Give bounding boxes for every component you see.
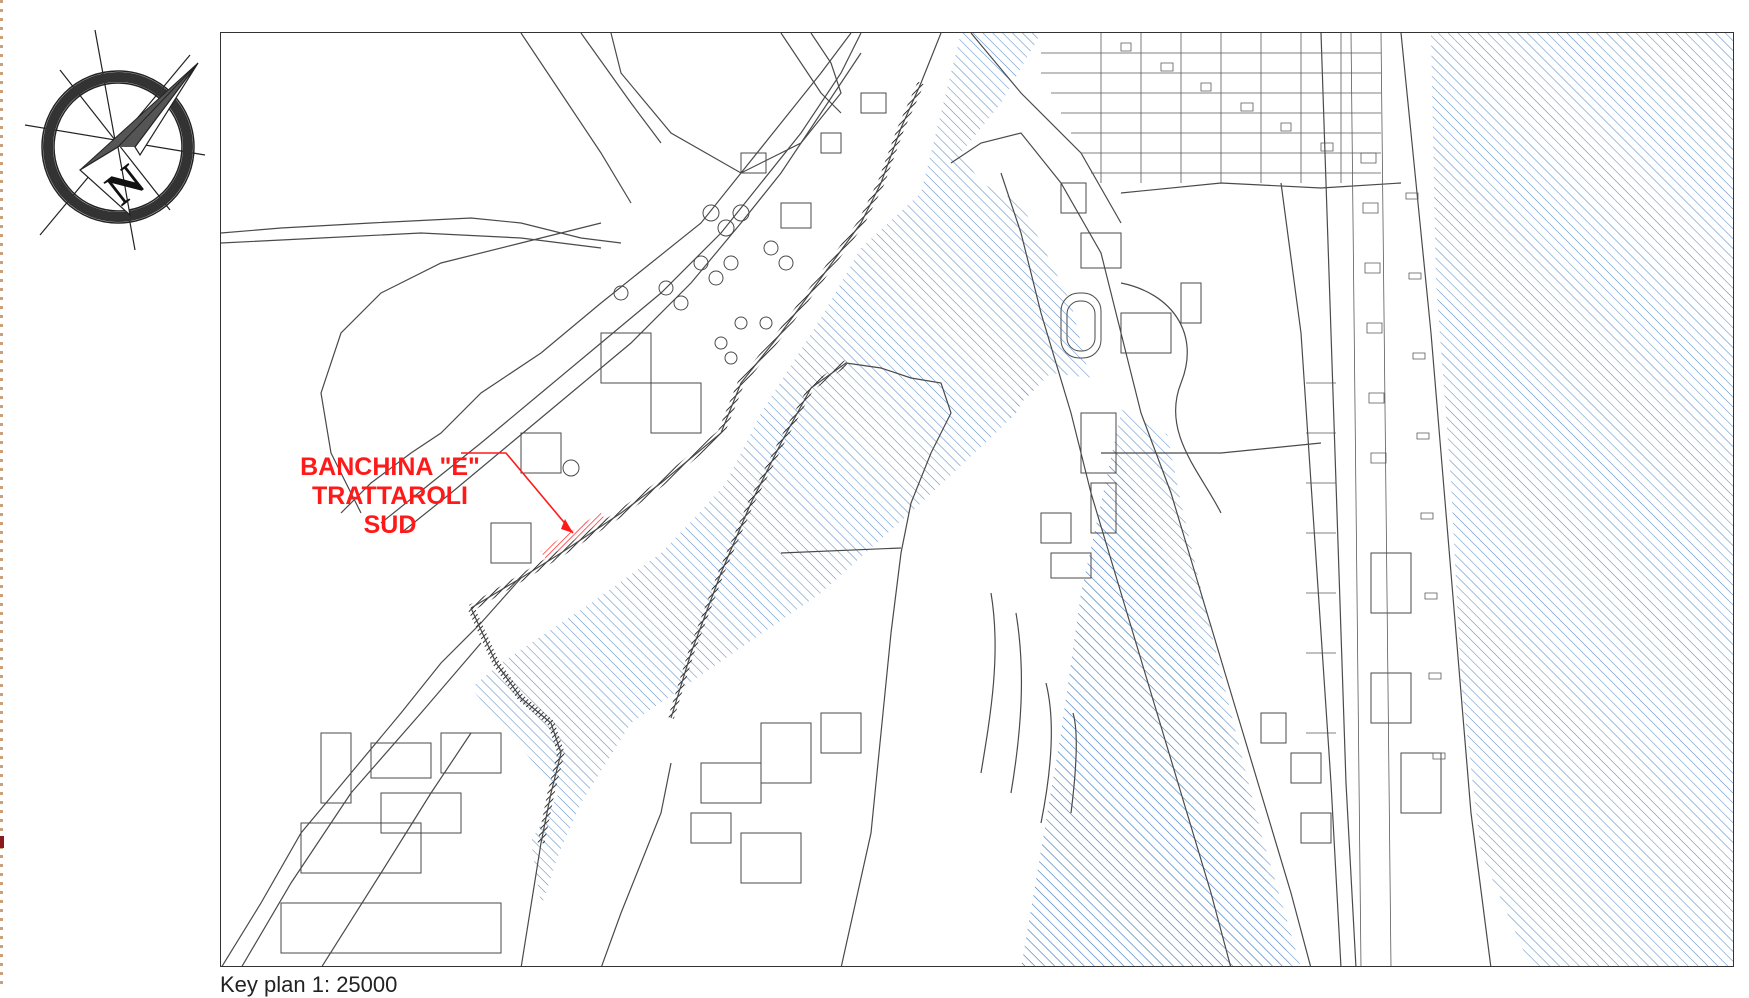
map-canvas bbox=[221, 33, 1733, 966]
page-edge-marks bbox=[0, 0, 3, 989]
pier-land bbox=[841, 373, 1121, 966]
page-edge-marker bbox=[0, 836, 4, 848]
berth-callout-label: BANCHINA "E" TRATTAROLI SUD bbox=[295, 453, 485, 540]
key-plan-map bbox=[220, 32, 1734, 967]
compass-rose-large-icon: N bbox=[24, 29, 206, 251]
callout-line-3: SUD bbox=[363, 511, 417, 539]
callout-line-1: BANCHINA "E" bbox=[300, 453, 480, 481]
scale-label: Key plan 1: 25000 bbox=[220, 972, 398, 997]
east-land bbox=[1071, 33, 1521, 966]
highlighted-berth bbox=[540, 512, 606, 559]
sea-water bbox=[1421, 33, 1733, 966]
callout-line-2: TRATTAROLI bbox=[312, 482, 468, 510]
